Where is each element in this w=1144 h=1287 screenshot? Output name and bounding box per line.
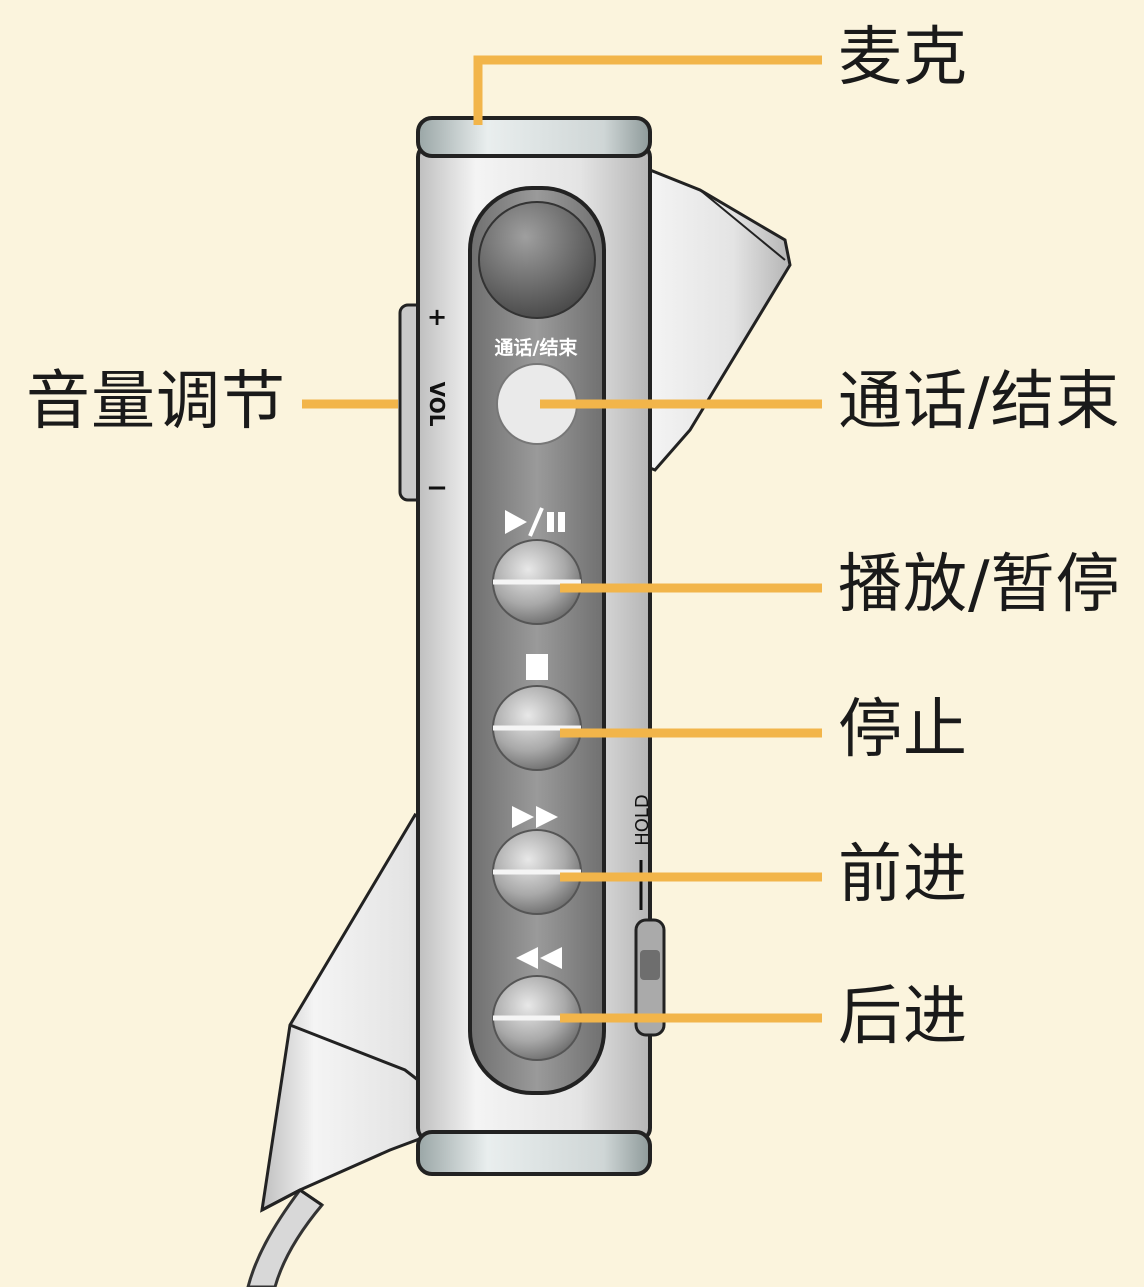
vol-minus-text: − xyxy=(426,473,448,503)
stop-label: 停止 xyxy=(838,693,968,767)
rewind-icon xyxy=(516,947,562,969)
stop-icon xyxy=(526,654,548,680)
leader-lines xyxy=(302,55,822,1023)
cable xyxy=(246,1187,325,1287)
vol-text: VOL xyxy=(425,382,449,427)
mic-label: 麦克 xyxy=(838,21,968,95)
vol-plus-text: + xyxy=(427,303,447,331)
mic-grille xyxy=(478,201,596,319)
play-pause-icon xyxy=(505,507,565,537)
volume-label: 音量调节 xyxy=(26,365,286,439)
bottom-cap xyxy=(416,1130,652,1176)
backward-label: 后进 xyxy=(838,980,968,1054)
play-pause-label: 播放/暂停 xyxy=(838,548,1121,622)
call-end-label: 通话/结束 xyxy=(838,365,1121,439)
top-cap xyxy=(416,116,652,158)
fast-forward-icon xyxy=(512,806,558,828)
mic-leader-line xyxy=(473,55,822,125)
forward-label: 前进 xyxy=(838,838,968,912)
hold-text: HOLD xyxy=(632,794,653,846)
call-button-text: 通话/结束 xyxy=(495,336,579,359)
